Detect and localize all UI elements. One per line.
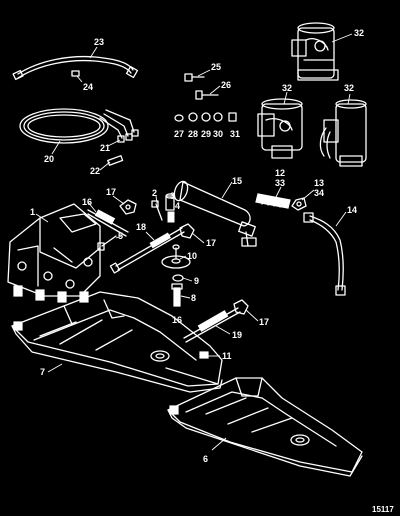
callout-34: 34 [314,188,324,198]
nut-17-low [233,299,249,315]
washer-9 [172,274,184,282]
nut-17-mid [179,223,195,239]
callout-21: 21 [100,143,110,153]
callout-labels: 23 24 25 26 27 28 29 30 31 32 32 32 20 2… [30,28,394,514]
cable-harness-20 [19,108,139,166]
callout-9: 9 [194,276,199,286]
callout-24: 24 [83,82,93,92]
figure-number: 15117 [372,505,394,514]
pump-motor-32-top [291,22,339,81]
callout-16-top: 16 [82,197,92,207]
nut-13-34 [291,197,307,211]
callout-8: 8 [191,293,196,303]
callout-5: 5 [118,231,123,241]
shaft-19 [183,307,241,343]
callout-25: 25 [211,62,221,72]
callout-20: 20 [44,154,54,164]
fitting-12-33 [255,193,291,209]
hose-23 [12,55,139,81]
callout-18: 18 [136,222,146,232]
bolt-8 [171,283,183,307]
callout-32-right: 32 [344,83,354,93]
small-hardware-27-31 [174,112,237,122]
washer-10 [161,244,191,269]
callout-26: 26 [221,80,231,90]
callout-16-low: 16 [172,315,182,325]
callout-7: 7 [40,367,45,377]
transom-plate-7 [11,291,223,393]
trim-tab-6 [167,377,363,477]
pump-motor-32-mid [257,98,303,159]
pump-motor-32-right [319,99,367,167]
callout-15: 15 [232,176,242,186]
callout-2: 2 [152,188,157,198]
callout-14: 14 [347,205,357,215]
callout-3: 3 [170,191,175,201]
callout-13: 13 [314,178,324,188]
callout-31: 31 [230,129,240,139]
callout-29: 29 [201,129,211,139]
bolt-5 [97,235,117,251]
screws-25-26 [184,73,219,100]
bracket-1 [7,203,101,303]
nut-17-top [119,199,137,215]
hose-14 [303,212,346,296]
callout-19: 19 [232,330,242,340]
callout-17-low: 17 [259,317,269,327]
callout-28: 28 [188,129,198,139]
callout-33: 33 [275,178,285,188]
callout-1: 1 [30,207,35,217]
callout-6: 6 [203,454,208,464]
callout-22: 22 [90,166,100,176]
callout-11: 11 [222,351,232,361]
hydraulic-cylinder-15 [173,180,257,247]
shaft-16-top [87,209,129,237]
callout-30: 30 [213,129,223,139]
bushing-3-4 [165,193,175,223]
callout-32-top: 32 [354,28,364,38]
callout-27: 27 [174,129,184,139]
shaft-18 [109,227,185,274]
callout-32-mid: 32 [282,83,292,93]
callout-12: 12 [275,168,285,178]
callout-4: 4 [175,201,180,211]
callout-17-top: 17 [106,187,116,197]
callout-17-mid: 17 [206,238,216,248]
pin-2 [151,200,163,221]
callout-10: 10 [187,251,197,261]
callout-23: 23 [94,37,104,47]
